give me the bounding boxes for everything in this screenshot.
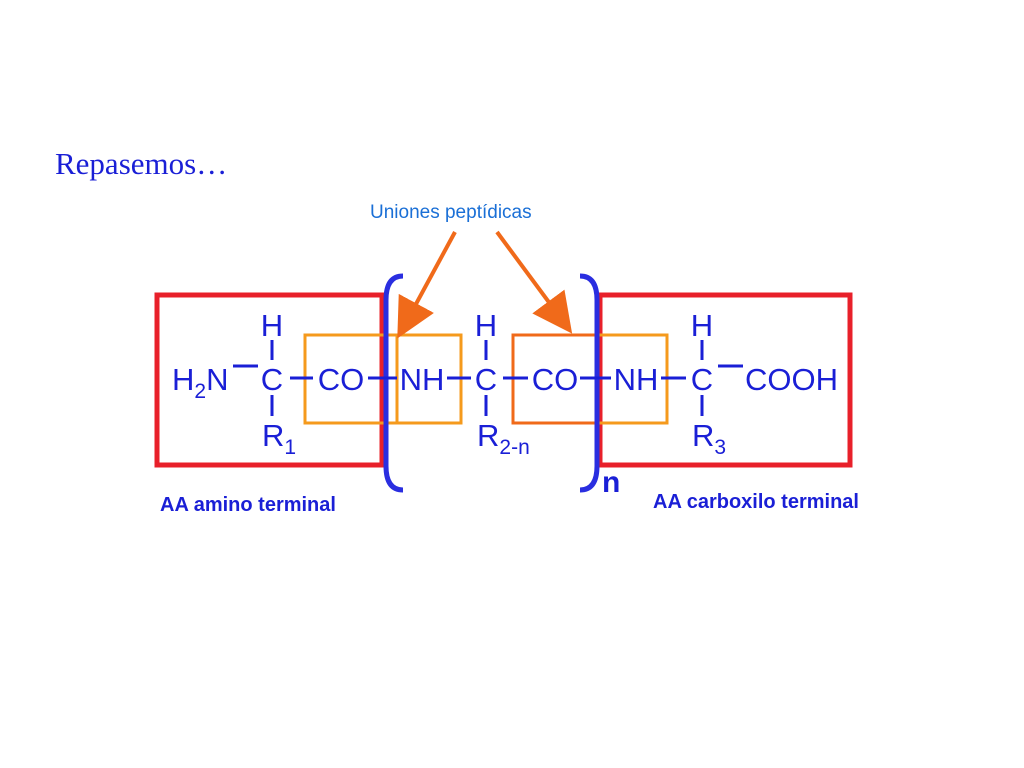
amino-terminal-label: AA amino terminal [160, 494, 336, 516]
r-group-3: R3 [692, 418, 726, 459]
r-group-1: R1 [262, 418, 296, 459]
carbonyl-1: CO [318, 362, 365, 397]
r2-subscript: 2-n [499, 436, 529, 459]
r-group-2: R2-n [477, 418, 530, 459]
r3-letter: R [692, 418, 714, 453]
amide-nh-1: NH [400, 362, 445, 397]
right-bracket [579, 273, 600, 493]
slide-title: Repasemos… [55, 146, 228, 181]
amide-nh-2: NH [614, 362, 659, 397]
arrow-to-bond-2 [495, 230, 573, 334]
r2-letter: R [477, 418, 499, 453]
h-atom-3: H [691, 308, 713, 343]
h-atom-2: H [475, 308, 497, 343]
r3-subscript: 3 [714, 436, 726, 459]
r1-subscript: 1 [284, 436, 296, 459]
carboxyl-group: COOH [745, 362, 838, 397]
amino-h: H [172, 362, 194, 397]
peptide-bonds-callout: Uniones peptídicas [370, 202, 532, 223]
carbonyl-2: CO [532, 362, 579, 397]
carboxyl-terminal-label: AA carboxilo terminal [653, 491, 859, 513]
alpha-carbon-2: C [475, 362, 497, 397]
alpha-carbon-1: C [261, 362, 283, 397]
amino-terminal-box [154, 292, 385, 468]
left-bracket [383, 273, 404, 493]
alpha-carbon-3: C [691, 362, 713, 397]
r1-letter: R [262, 418, 284, 453]
arrow-to-bond-1 [397, 231, 457, 339]
repeat-subscript-n: n [602, 466, 620, 499]
amino-h-subscript: 2 [194, 380, 206, 403]
h-atom-1: H [261, 308, 283, 343]
amino-group: H2N [172, 362, 228, 403]
amino-n: N [206, 362, 228, 397]
carboxyl-terminal-box [597, 292, 853, 468]
